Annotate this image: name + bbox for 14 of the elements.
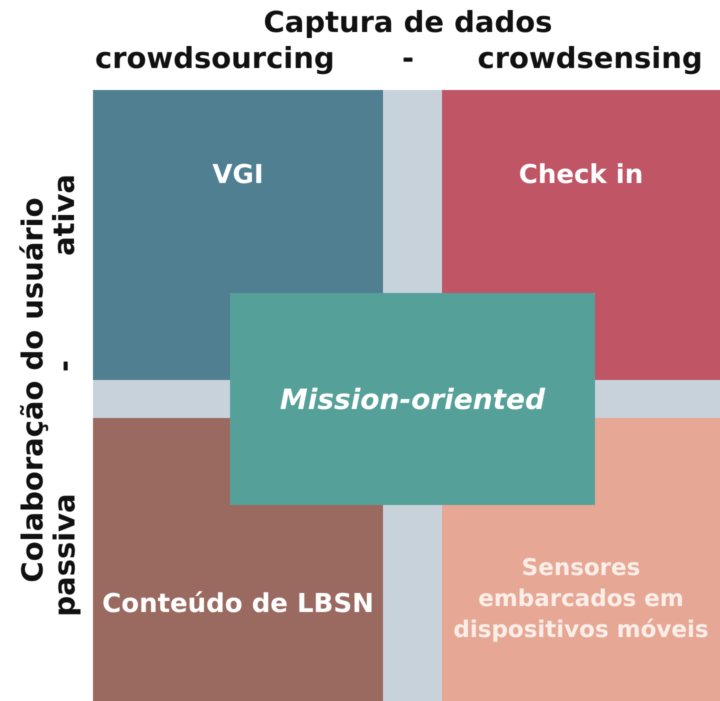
axis-label: crowdsourcing: [95, 41, 335, 75]
axis-label: -: [402, 41, 414, 75]
axis-label: crowdsensing: [478, 41, 703, 75]
box-label: Mission-oriented: [280, 382, 546, 416]
box-label: Sensores embarcados em dispositivos móveis: [452, 554, 710, 646]
axis-label: ativa: [46, 174, 81, 256]
axis-title: Colaboração do usuário: [15, 197, 50, 583]
box-label: Conteúdo de LBSN: [102, 588, 374, 621]
center-box: [230, 293, 595, 505]
chart-title: Captura de dados: [264, 5, 552, 39]
axis-label: passiva: [47, 493, 82, 617]
box-label: Check in: [518, 158, 644, 192]
box-label: VGI: [212, 158, 264, 192]
axis-label: -: [47, 360, 82, 372]
